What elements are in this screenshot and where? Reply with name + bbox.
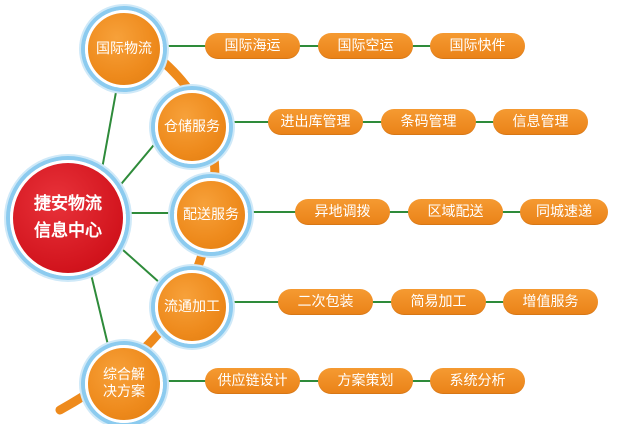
branch-label-line2: 决方案	[103, 384, 145, 400]
item-pill: 国际快件	[430, 33, 525, 59]
branch-label: 仓储服务	[164, 118, 220, 135]
branch-node-processing: 流通加工	[155, 270, 229, 344]
item-pill: 系统分析	[430, 368, 525, 394]
branch-label: 国际物流	[96, 40, 152, 57]
branch-label: 流通加工	[164, 298, 220, 315]
branch-label: 配送服务	[183, 206, 239, 223]
item-pill: 方案策划	[318, 368, 413, 394]
center-label-line2: 信息中心	[34, 221, 102, 241]
item-pill: 同城速递	[520, 199, 608, 225]
item-pill: 简易加工	[391, 289, 486, 315]
center-node: 捷安物流 信息中心	[10, 160, 126, 276]
item-pill: 国际空运	[318, 33, 413, 59]
spoke-line-5	[89, 269, 109, 346]
item-pill: 条码管理	[381, 109, 476, 135]
item-pill: 区域配送	[408, 199, 503, 225]
item-pill: 国际海运	[205, 33, 300, 59]
branch-node-delivery: 配送服务	[174, 178, 248, 252]
spoke-line-2	[111, 139, 159, 196]
branch-label-line1: 综合解	[103, 367, 145, 383]
item-pill: 供应链设计	[205, 368, 300, 394]
branch-node-international: 国际物流	[85, 10, 163, 88]
item-pill: 信息管理	[493, 109, 588, 135]
spoke-line-1	[99, 69, 121, 181]
item-pill: 异地调拨	[295, 199, 390, 225]
branch-node-solutions: 综合解 决方案	[85, 345, 163, 423]
branch-node-warehouse: 仓储服务	[155, 90, 229, 164]
item-pill: 进出库管理	[268, 109, 363, 135]
item-pill: 二次包装	[278, 289, 373, 315]
center-label-line1: 捷安物流	[34, 194, 102, 214]
spoke-line-4	[113, 241, 161, 284]
item-pill: 增值服务	[503, 289, 598, 315]
